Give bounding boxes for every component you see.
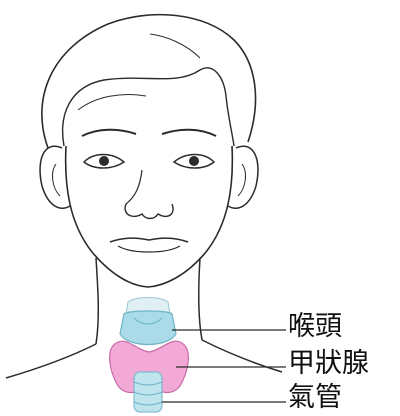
trachea-body	[134, 372, 162, 412]
right-pupil	[189, 156, 199, 166]
head-outline	[42, 15, 256, 148]
larynx-label: 喉頭	[288, 313, 342, 340]
hair-strand	[150, 34, 200, 58]
trachea-label: 氣管	[288, 384, 342, 411]
upper-lip	[110, 238, 188, 242]
left-pupil	[99, 156, 109, 166]
nose-bridge	[126, 170, 142, 204]
right-ear-inner	[238, 164, 245, 196]
trachea	[134, 372, 162, 412]
neck-left	[96, 258, 98, 344]
hair-strand	[78, 95, 146, 110]
neck-right	[199, 258, 202, 340]
face-outline	[66, 146, 233, 287]
larynx-shape	[120, 311, 176, 345]
thyroid-label: 甲狀腺	[288, 350, 369, 377]
lower-lip	[118, 246, 180, 252]
nose	[125, 204, 173, 219]
left-shoulder	[6, 344, 96, 378]
right-eyebrow	[162, 130, 216, 136]
left-ear-inner	[53, 164, 60, 196]
left-eyebrow	[82, 130, 136, 136]
